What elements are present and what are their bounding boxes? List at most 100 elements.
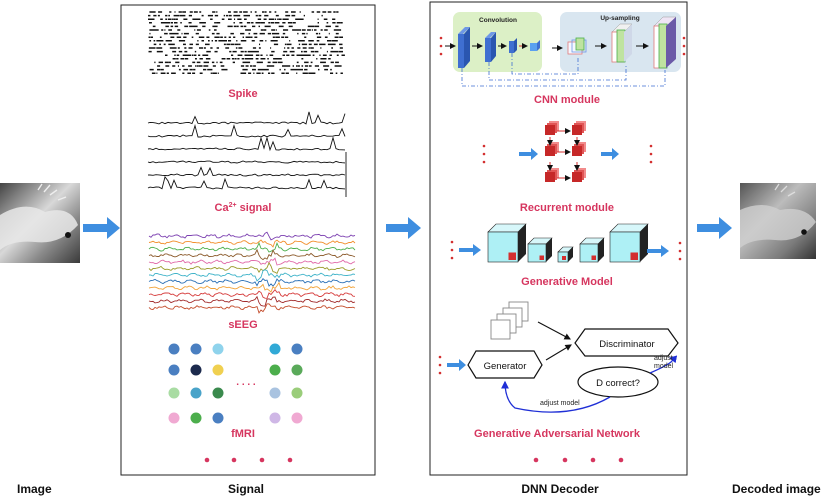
- fmri-label: fMRI: [231, 428, 255, 440]
- recurrent-out-arrow: [601, 148, 619, 160]
- generative-block-side: [518, 224, 526, 262]
- signal-more-dots: [204, 457, 293, 463]
- recurrent-input-dots: [482, 144, 486, 164]
- fmri-voxel-dot: [190, 412, 202, 424]
- column-label-decoded: Decoded image: [732, 482, 821, 496]
- recurrent-cell: [572, 125, 582, 135]
- generative-block-kernel: [539, 255, 544, 260]
- generative-out-arrow: [647, 245, 669, 257]
- gan-input-dots: [438, 355, 442, 375]
- adjust-label-right-2: model: [654, 363, 674, 370]
- upsample-block-2: [611, 23, 633, 63]
- fmri-voxel-dot: [291, 364, 303, 376]
- fmri-voxel-dot: [212, 387, 224, 399]
- conv-block-3: [509, 38, 517, 53]
- spike-marks: [148, 11, 345, 74]
- generative-block-side: [546, 238, 552, 262]
- calcium-trace: [147, 111, 346, 125]
- seeg-trace: [148, 295, 356, 307]
- generative-block-side: [640, 224, 648, 262]
- generative-input-dots: [450, 240, 454, 260]
- fmri-voxel-dot: [212, 364, 224, 376]
- seeg-trace: [148, 288, 356, 299]
- arrow-image-to-signal: [83, 217, 120, 239]
- fmri-voxel-dot: [168, 343, 180, 355]
- seeg-trace: [148, 239, 356, 248]
- seeg-trace: [148, 248, 356, 261]
- fmri-voxel-dot: [291, 387, 303, 399]
- discriminator-box: [574, 328, 679, 357]
- upsample-block-3: [653, 16, 677, 69]
- calcium-label-suffix: signal: [237, 202, 272, 214]
- upsampling-label: Up-sampling: [600, 15, 639, 22]
- recurrent-in-arrow: [519, 148, 538, 160]
- conv-block-1: [458, 27, 470, 68]
- column-label-image: Image: [17, 482, 52, 496]
- seeg-trace: [148, 278, 356, 287]
- spike-raster: [148, 11, 345, 74]
- seeg-trace: [148, 303, 356, 314]
- fmri-ellipsis: . . . .: [236, 377, 256, 388]
- generator-box: [467, 350, 543, 379]
- generative-block-kernel: [591, 255, 596, 260]
- signal-panel-frame: [120, 4, 376, 476]
- discriminator-label: Discriminator: [599, 339, 654, 350]
- calcium-trace: [147, 136, 346, 152]
- skip-connections: [461, 53, 666, 87]
- generative-in-arrow: [459, 244, 481, 256]
- generator-label: Generator: [484, 361, 527, 372]
- generative-block-kernel: [630, 252, 638, 260]
- adjust-generator-curve: [501, 380, 611, 413]
- fmri-voxel-dot: [291, 412, 303, 424]
- fmri-voxel-dot: [168, 387, 180, 399]
- generative-model-label: Generative Model: [521, 276, 613, 288]
- recurrent-module: Recurrent module: [482, 121, 653, 214]
- recurrent-cell: [572, 172, 582, 182]
- input-image: [0, 183, 80, 263]
- calcium-traces: [147, 111, 347, 197]
- recurrent-module-label: Recurrent module: [520, 202, 614, 214]
- cnn-output-dots: [682, 36, 686, 56]
- recurrent-output-dots: [649, 144, 653, 164]
- recurrent-cell: [545, 125, 555, 135]
- adjust-discriminator-curve: [649, 355, 678, 374]
- real-images-stack: [490, 301, 529, 340]
- cnn-module: Convolution Up-sampling: [439, 12, 686, 106]
- fmri-voxel-dot: [168, 364, 180, 376]
- recurrent-cell: [545, 172, 555, 182]
- d-correct-ellipse: [577, 366, 659, 398]
- calcium-trace: [147, 124, 346, 138]
- fmri-voxel-dot: [269, 387, 281, 399]
- gan-module: Generator Discriminator D correct? adjus…: [438, 301, 679, 440]
- fmri-voxel-dot: [291, 343, 303, 355]
- gan-label: Generative Adversarial Network: [474, 428, 641, 440]
- decoder-more-dots: [533, 457, 624, 463]
- fmri-voxel-dot: [168, 412, 180, 424]
- convolution-label: Convolution: [479, 17, 517, 24]
- generative-block-side: [568, 247, 573, 262]
- fmri-voxel-dot: [190, 387, 202, 399]
- generative-block-kernel: [562, 256, 566, 260]
- column-label-signal: Signal: [228, 482, 264, 496]
- generative-model: Generative Model: [450, 223, 682, 288]
- recurrent-cell-grid: [545, 121, 586, 182]
- seeg-trace: [148, 281, 356, 293]
- fmri-voxel-dot: [190, 343, 202, 355]
- adjust-label-bottom: adjust model: [540, 400, 580, 407]
- d-correct-label: D correct?: [596, 378, 640, 389]
- seeg-trace: [148, 257, 356, 266]
- arrow-signal-to-decoder: [386, 217, 421, 239]
- fmri-voxel-dot: [269, 364, 281, 376]
- fmri-voxel-dot: [269, 412, 281, 424]
- cnn-input-dots: [439, 36, 443, 56]
- adjust-label-right-1: adjust: [654, 355, 673, 362]
- fmri-dot-grid: [168, 343, 303, 424]
- recurrent-cell: [572, 146, 582, 156]
- spike-label: Spike: [228, 88, 257, 100]
- calcium-trace: [147, 175, 346, 190]
- calcium-label-prefix: Ca: [215, 202, 230, 214]
- recurrent-cell: [545, 146, 555, 156]
- seeg-trace: [148, 261, 356, 275]
- decoded-image: [740, 183, 816, 259]
